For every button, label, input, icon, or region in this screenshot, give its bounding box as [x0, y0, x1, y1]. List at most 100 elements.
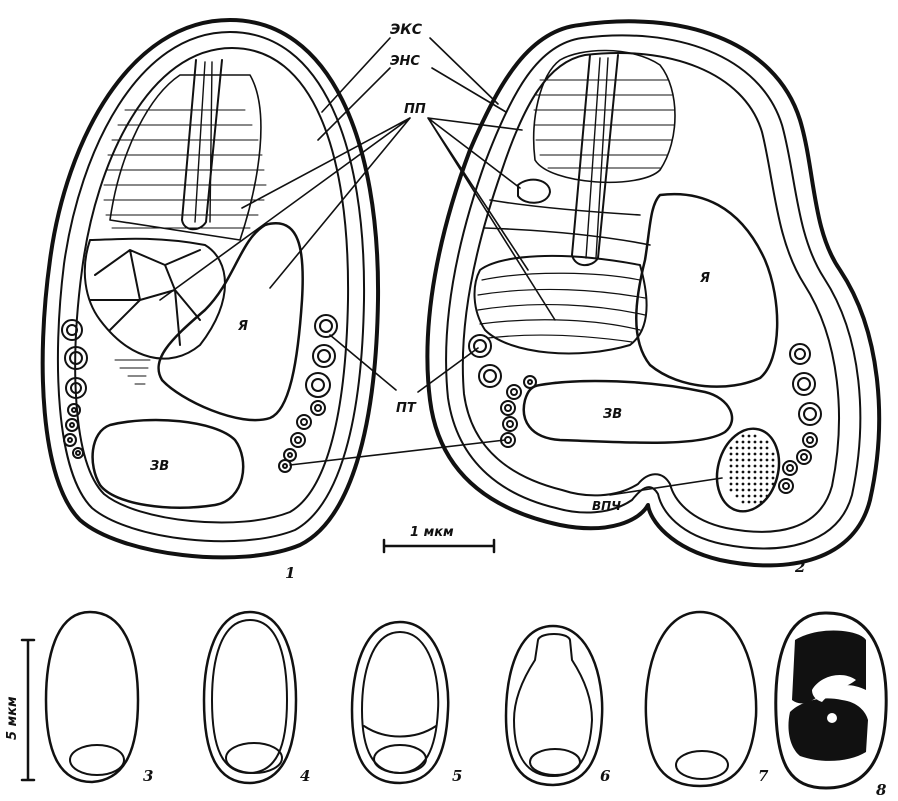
- stipple-dot: [742, 465, 745, 468]
- stipple-dot: [748, 465, 751, 468]
- stipple-dot: [748, 453, 751, 456]
- stipple-dot: [748, 441, 751, 444]
- stipple-dot: [748, 447, 751, 450]
- spore-1-polar-tube-coils-left: [62, 320, 87, 458]
- figure-number-8: 8: [876, 781, 887, 799]
- stipple-dot: [730, 489, 733, 492]
- stipple-dot: [766, 459, 769, 462]
- figure-number-1: 1: [285, 564, 295, 582]
- stipple-dot: [772, 477, 775, 480]
- stipple-dot: [754, 501, 757, 504]
- spore-1: Я ЗВ 1: [43, 20, 378, 582]
- stipple-dot: [748, 489, 751, 492]
- stipple-dot: [748, 435, 751, 438]
- stipple-dot: [736, 471, 739, 474]
- spore-2-outer-wall: [427, 21, 879, 565]
- stipple-dot: [760, 453, 763, 456]
- stipple-dot: [742, 501, 745, 504]
- stipple-dot: [772, 465, 775, 468]
- spore-2-nucleus: [636, 194, 777, 387]
- stipple-dot: [760, 477, 763, 480]
- stipple-dot: [754, 453, 757, 456]
- stipple-dot: [754, 483, 757, 486]
- spore-1-nucleus: [159, 223, 303, 420]
- spore-8-stained: 8: [776, 613, 887, 799]
- stipple-dot: [772, 459, 775, 462]
- stipple-dot: [766, 495, 769, 498]
- stipple-dot: [760, 489, 763, 492]
- stipple-dot: [760, 495, 763, 498]
- scale-bar-left: 5 мкм: [5, 640, 34, 780]
- spore-8-dark-region-bottom: [788, 698, 868, 761]
- stipple-dot: [736, 483, 739, 486]
- stipple-dot: [736, 453, 739, 456]
- figure-number-3: 3: [143, 767, 153, 785]
- stipple-dot: [760, 483, 763, 486]
- label-ya-1: Я: [237, 319, 248, 334]
- stipple-dot: [736, 441, 739, 444]
- spore-2-polar-tube-coils-right: [779, 344, 821, 493]
- label-pp: ПП: [404, 102, 426, 117]
- spore-2-dotted-body: [708, 422, 788, 519]
- stipple-dot: [748, 477, 751, 480]
- stipple-dot: [748, 501, 751, 504]
- stipple-dot: [736, 495, 739, 498]
- stipple-dot: [754, 465, 757, 468]
- stipple-dot: [748, 459, 751, 462]
- stipple-dot: [772, 471, 775, 474]
- label-eks: ЭКС: [390, 22, 423, 38]
- stipple-dot: [748, 495, 751, 498]
- stipple-dot: [754, 447, 757, 450]
- stipple-dot: [730, 453, 733, 456]
- spore-6: 6: [506, 626, 611, 785]
- stipple-dot: [760, 459, 763, 462]
- stipple-dot: [766, 477, 769, 480]
- label-zv-1: ЗВ: [150, 459, 169, 474]
- stipple-dot: [730, 459, 733, 462]
- stipple-dot: [736, 447, 739, 450]
- spore-2-posterior-vacuole: [524, 381, 732, 443]
- stipple-dot: [766, 453, 769, 456]
- stipple-dot: [760, 447, 763, 450]
- figure-number-4: 4: [300, 767, 310, 785]
- stipple-dot: [754, 477, 757, 480]
- label-pt: ПТ: [396, 401, 417, 416]
- stipple-dot: [742, 471, 745, 474]
- stipple-dot: [748, 483, 751, 486]
- stipple-dot: [754, 489, 757, 492]
- stipple-dot: [742, 447, 745, 450]
- spore-2-polaroplast: [485, 50, 675, 265]
- label-ya-2: Я: [699, 271, 710, 286]
- stipple-dot: [766, 489, 769, 492]
- stipple-dot: [748, 471, 751, 474]
- leader-lines: [160, 38, 722, 495]
- stipple-dot: [760, 465, 763, 468]
- spore-7: 7: [646, 612, 769, 786]
- stipple-dot: [736, 459, 739, 462]
- stipple-dot: [766, 441, 769, 444]
- stipple-dot: [736, 465, 739, 468]
- stipple-dot: [760, 501, 763, 504]
- figure-number-5: 5: [452, 767, 462, 785]
- stipple-dot: [742, 459, 745, 462]
- spore-2-lamellar-region: [475, 256, 647, 353]
- figure-number-7: 7: [758, 767, 769, 785]
- stipple-dot: [742, 453, 745, 456]
- spore-1-polaroplast: [104, 60, 266, 240]
- spore-5: 5: [352, 622, 462, 785]
- figure-number-2: 2: [794, 558, 805, 576]
- stipple-dot: [730, 477, 733, 480]
- spore-2-polar-tube-coils-left: [469, 335, 536, 447]
- label-vpch: ВПЧ: [592, 499, 621, 513]
- stipple-dot: [730, 465, 733, 468]
- stipple-dot: [754, 471, 757, 474]
- stipple-dot: [772, 483, 775, 486]
- spore-2: Я ЗВ 2: [427, 21, 879, 576]
- scale-bar-left-label: 5 мкм: [5, 696, 20, 740]
- stipple-dot: [772, 453, 775, 456]
- stipple-dot: [742, 435, 745, 438]
- stipple-dot: [760, 441, 763, 444]
- stipple-dot: [742, 441, 745, 444]
- stipple-dot: [736, 477, 739, 480]
